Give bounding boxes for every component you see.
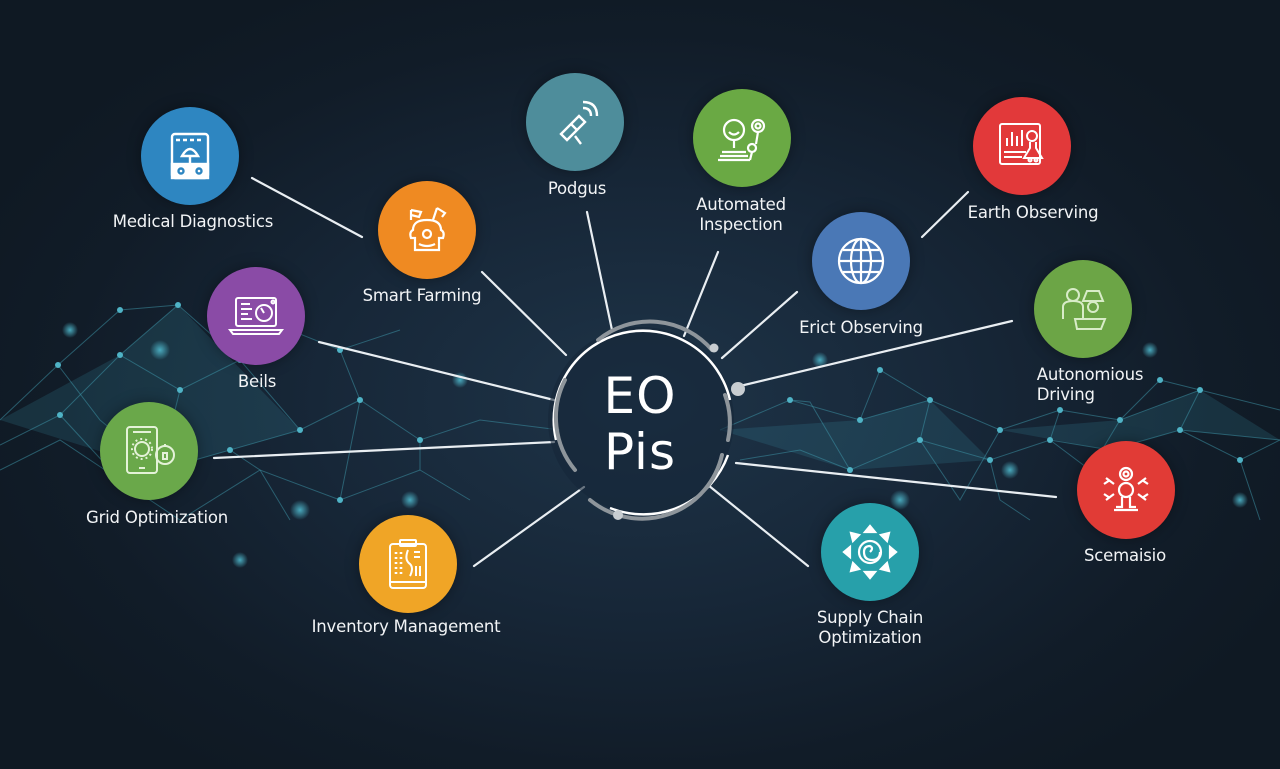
- node-label: Medical Diagnostics: [112, 212, 274, 231]
- node-label-multiline: Automated Inspection: [696, 195, 786, 234]
- connector-smart-farming: [480, 270, 568, 357]
- spiral-arrows-icon: [821, 503, 919, 601]
- node-label-multiline: Supply Chain Optimization: [816, 608, 924, 647]
- tablet-gear-icon: [100, 402, 198, 500]
- medical-monitor-icon: [141, 107, 239, 205]
- connector-supply-chain: [706, 483, 810, 568]
- globe-icon: [812, 212, 910, 310]
- node-label: Scemaisio: [1084, 546, 1166, 565]
- connector-grid-optimization: [212, 440, 556, 460]
- connector-beils: [317, 340, 556, 402]
- node-label: Erict Observing: [799, 318, 923, 337]
- farm-robot-icon: [378, 181, 476, 279]
- connector-medical-diagnostics: [250, 176, 364, 239]
- connector-earth-observing: [920, 190, 970, 239]
- people-laptop-icon: [1034, 260, 1132, 358]
- connector-erict-observing: [720, 290, 799, 360]
- connector-autonomous-driving: [738, 319, 1014, 388]
- laptop-gauge-icon: [207, 267, 305, 365]
- inspection-robot-icon: [693, 89, 791, 187]
- network-tree-icon: [1077, 441, 1175, 539]
- hub-title-line1: EO: [603, 367, 677, 425]
- node-label: Earth Observing: [967, 203, 1099, 222]
- connector-scemaisio: [734, 461, 1058, 499]
- connector-podgus: [585, 210, 614, 332]
- node-label: Beils: [237, 372, 277, 391]
- node-label-multiline: Autonomious Driving: [1036, 365, 1144, 404]
- connector-inventory-management: [472, 485, 586, 568]
- hub-title-line2: Pis: [604, 423, 676, 481]
- node-label: Podgus: [547, 179, 607, 198]
- node-label: Grid Optimization: [85, 508, 229, 527]
- chart-lab-icon: [973, 97, 1071, 195]
- satellite-signal-icon: [526, 73, 624, 171]
- node-label: Inventory Management: [311, 617, 501, 636]
- connector-automated-inspection: [682, 250, 720, 338]
- clipboard-icon: [359, 515, 457, 613]
- node-label: Smart Farming: [362, 286, 482, 305]
